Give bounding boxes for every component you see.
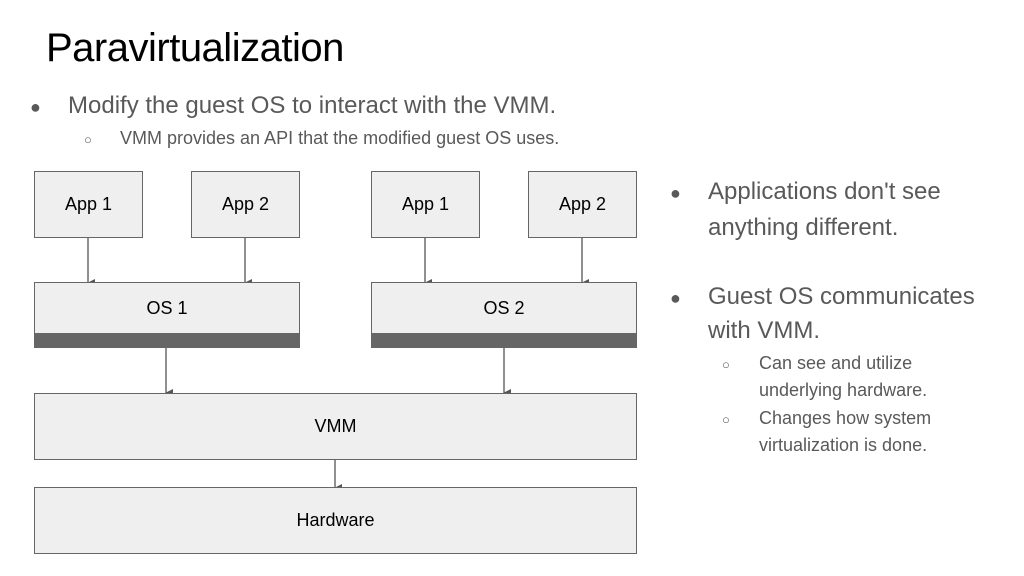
sub-bullet-text: VMM provides an API that the modified gu… — [120, 128, 560, 148]
hardware-box: Hardware — [34, 487, 637, 554]
os2-modified-layer — [371, 333, 637, 348]
bullet-dot-icon: ● — [670, 288, 681, 308]
os1-box: OS 1 — [34, 282, 300, 334]
bullet-dot-icon: ● — [30, 97, 41, 117]
sub-bullet-virtualization-change: ○ Changes how system virtualization is d… — [722, 405, 982, 459]
sub-bullet-circle-icon: ○ — [722, 412, 730, 427]
sub-bullet-vmm-api: ○ VMM provides an API that the modified … — [84, 128, 559, 149]
vm2-app1-box: App 1 — [371, 171, 480, 238]
os2-box: OS 2 — [371, 282, 637, 334]
bullet-applications: ● Applications don't see anything differ… — [670, 174, 1010, 246]
bullet-dot-icon: ● — [670, 183, 681, 203]
bullet-text: Modify the guest OS to interact with the… — [68, 92, 557, 119]
sub-bullet-text: Can see and utilize underlying hardware. — [759, 353, 928, 400]
bullet-text: Guest OS communicates with VMM. — [708, 283, 975, 344]
sub-bullet-circle-icon: ○ — [84, 132, 92, 147]
vmm-box: VMM — [34, 393, 637, 460]
vm1-app1-box: App 1 — [34, 171, 143, 238]
sub-bullet-text: Changes how system virtualization is don… — [759, 408, 932, 455]
bullet-modify-guest-os: ● Modify the guest OS to interact with t… — [30, 92, 556, 120]
vm2-app2-box: App 2 — [528, 171, 637, 238]
sub-bullet-hardware-access: ○ Can see and utilize underlying hardwar… — [722, 350, 982, 404]
slide-title: Paravirtualization — [46, 26, 344, 70]
bullet-guest-os-communicates: ● Guest OS communicates with VMM. — [670, 280, 1020, 348]
sub-bullet-circle-icon: ○ — [722, 357, 730, 372]
vm1-app2-box: App 2 — [191, 171, 300, 238]
bullet-text: Applications don't see anything differen… — [708, 178, 941, 241]
os1-modified-layer — [34, 333, 300, 348]
